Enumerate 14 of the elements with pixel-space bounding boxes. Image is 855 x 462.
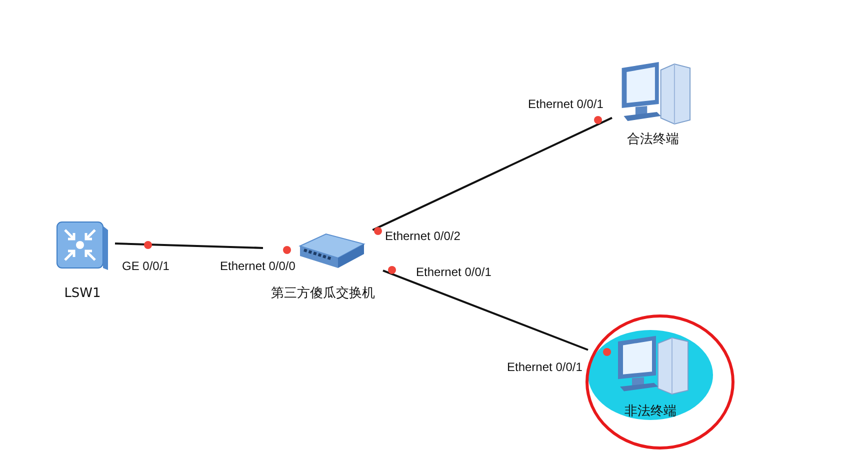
highlighted-terminal	[588, 330, 713, 420]
device-label: 合法终端	[626, 131, 680, 148]
port-label: Ethernet 0/0/0	[220, 259, 296, 273]
device-label: 第三方傻瓜交换机	[270, 285, 376, 302]
network-link	[382, 270, 588, 351]
device-label: LSW1	[63, 286, 102, 301]
port-label: Ethernet 0/0/1	[528, 97, 604, 111]
port-label: Ethernet 0/0/2	[385, 229, 460, 243]
network-link	[114, 242, 264, 249]
device-label: 非法终端	[624, 403, 678, 420]
network-link	[372, 116, 612, 231]
port-label: Ethernet 0/0/1	[416, 265, 492, 279]
port-label: Ethernet 0/0/1	[507, 360, 582, 374]
port-label: GE 0/0/1	[122, 259, 170, 273]
